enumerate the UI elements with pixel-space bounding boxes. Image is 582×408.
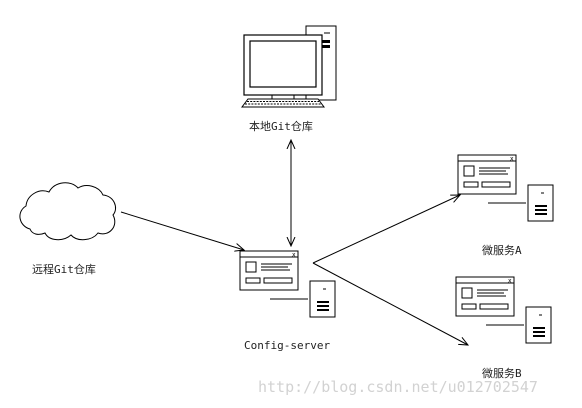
edge-remote-config <box>120 211 244 250</box>
local-repo-label: 本地Git仓库 <box>249 120 313 133</box>
edge-config-service-a <box>312 195 460 264</box>
service-b-icon <box>455 276 552 344</box>
config-server-label: Config-server <box>244 339 331 352</box>
desktop-computer-icon <box>241 25 337 108</box>
config-server-icon <box>239 250 336 318</box>
service-a-label: 微服务A <box>482 244 522 257</box>
edge-config-service-b <box>312 262 468 345</box>
cloud-icon <box>19 182 117 241</box>
watermark-text: http://blog.csdn.net/u012702547 <box>258 378 538 396</box>
service-a-icon <box>457 154 554 222</box>
remote-repo-label: 远程Git仓库 <box>32 263 96 276</box>
service-b-label: 微服务B <box>482 367 522 380</box>
